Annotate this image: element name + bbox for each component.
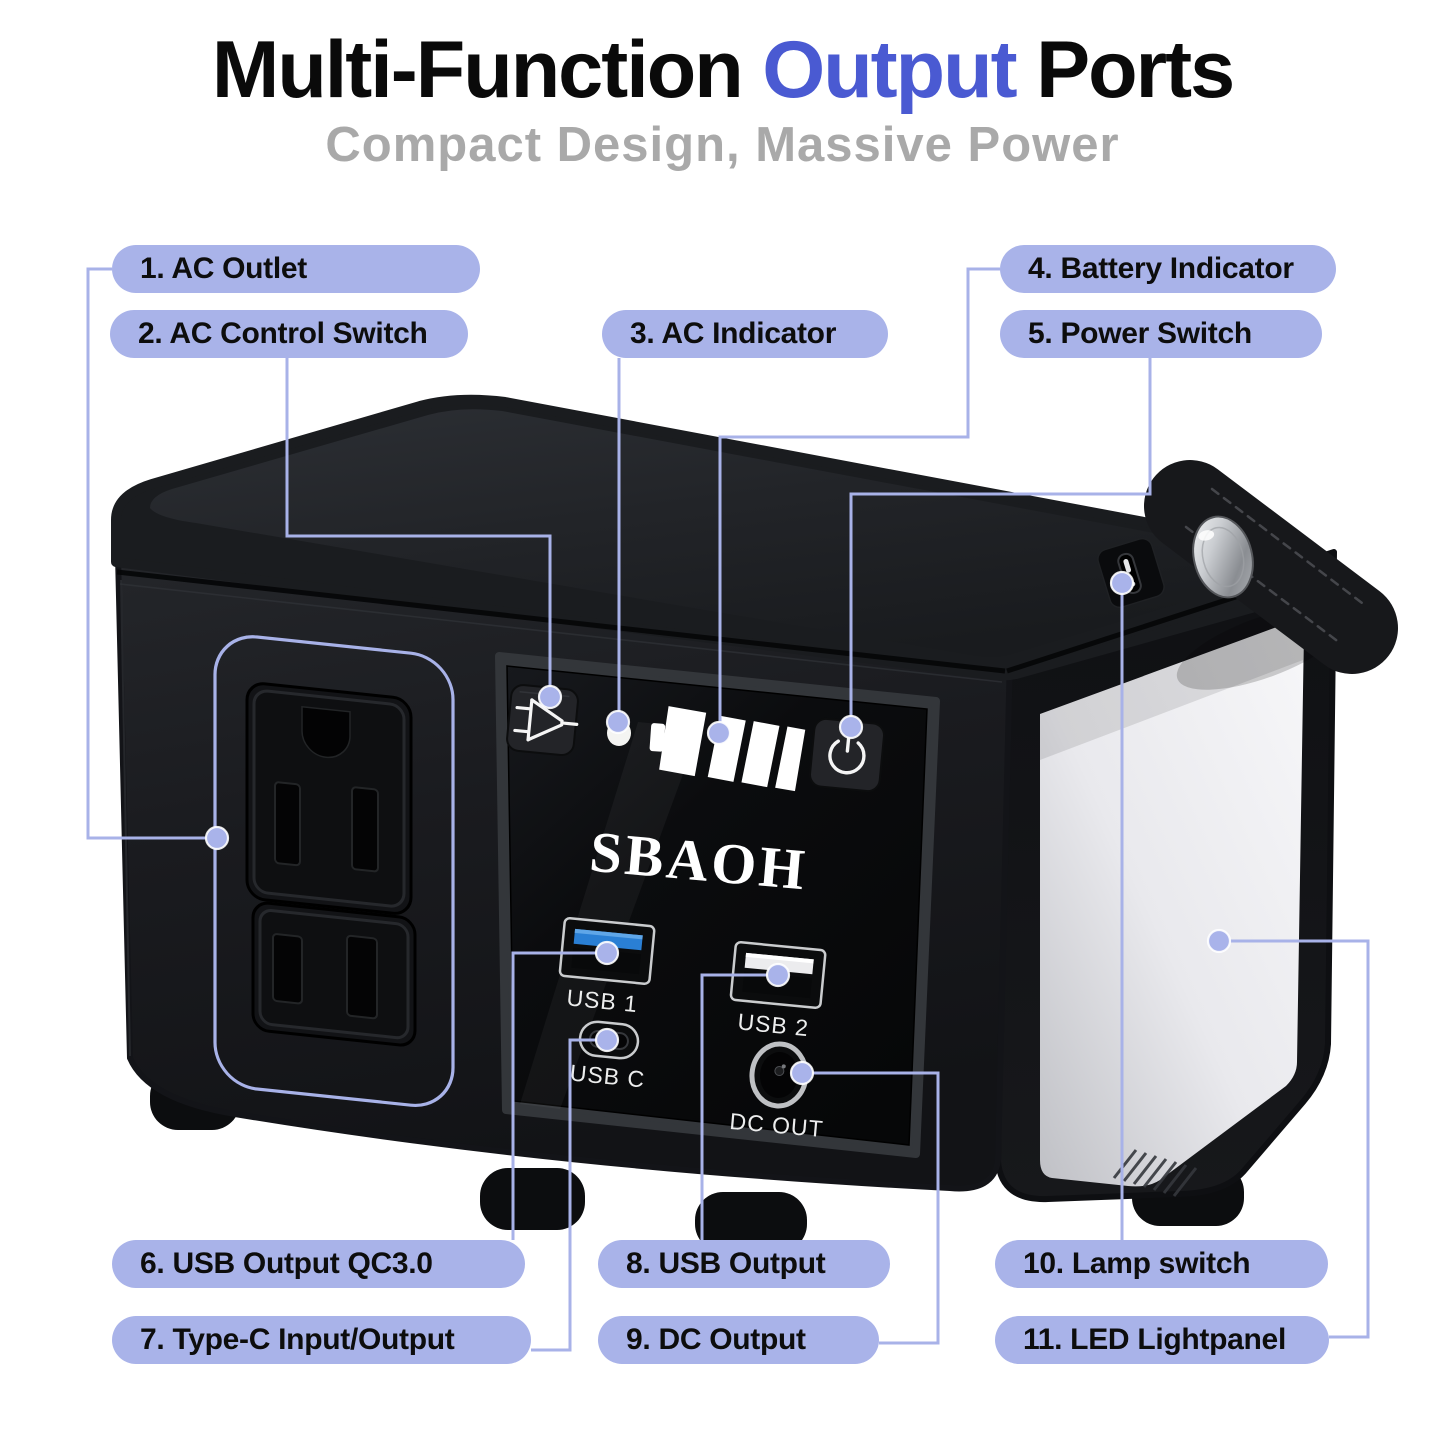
outlet-slot-left — [274, 781, 301, 867]
callout-dot-10 — [1109, 570, 1135, 596]
strap-rivet — [1192, 515, 1254, 599]
callout-line-6 — [511, 951, 607, 1240]
callout-dot-2 — [537, 684, 563, 710]
callout-line-4 — [718, 267, 1000, 731]
callout-dot-11 — [1206, 928, 1232, 954]
control-panel: SBAOH USB 1 USB 2 USB C — [495, 652, 940, 1158]
callout-dot-8 — [765, 962, 791, 988]
callout-line-7 — [531, 1038, 607, 1352]
lid-seam-front — [116, 569, 1006, 674]
carry-strap — [1144, 460, 1398, 690]
led-panel-shade — [1040, 619, 1304, 760]
callout-pill-ac-control: 2. AC Control Switch — [110, 310, 468, 358]
page-title: Multi-Function Output Ports — [0, 25, 1445, 115]
callout-dot-7 — [594, 1027, 620, 1053]
plug-icon — [513, 698, 579, 742]
callout-line-8 — [700, 973, 778, 1240]
page-subtitle: Compact Design, Massive Power — [325, 118, 1120, 173]
outlet2-slot-right — [346, 934, 378, 1020]
callout-dot-1 — [204, 825, 230, 851]
outlet2-slot-left — [272, 933, 303, 1005]
callout-pill-type-c: 7. Type-C Input/Output — [112, 1316, 531, 1364]
ac-outlet-top — [245, 682, 413, 915]
callout-dot-5 — [838, 714, 864, 740]
callout-line-11 — [1219, 939, 1370, 1339]
callout-dot-4 — [706, 720, 732, 746]
callout-pill-usb-output: 8. USB Output — [598, 1240, 890, 1288]
battery-indicator-icon — [649, 706, 806, 792]
title-part-accent: Output — [762, 25, 1017, 115]
callout-pill-usb-qc: 6. USB Output QC3.0 — [112, 1240, 525, 1288]
ac-outlet-bottom — [251, 901, 417, 1047]
seam-highlight — [119, 583, 1003, 683]
callout-pill-lamp-switch: 10. Lamp switch — [995, 1240, 1328, 1288]
front-edge-highlight — [120, 579, 131, 1057]
callout-lines — [86, 267, 1370, 1352]
callout-pill-dc-output: 9. DC Output — [598, 1316, 879, 1364]
title-part-1: Multi-Function — [211, 25, 763, 115]
led-lightpanel — [1040, 619, 1304, 1187]
callout-pill-power-switch: 5. Power Switch — [1000, 310, 1322, 358]
callout-line-1 — [86, 267, 217, 840]
vent-grille — [1112, 1149, 1198, 1197]
callout-dot-3 — [605, 709, 631, 735]
panel-sheen — [520, 722, 700, 1109]
ac-outlet-outline — [213, 635, 455, 1108]
ac-outlet-group — [213, 635, 455, 1108]
callout-pill-battery: 4. Battery Indicator — [1000, 245, 1336, 293]
callout-pill-ac-outlet: 1. AC Outlet — [112, 245, 480, 293]
callout-pill-ac-indicator: 3. AC Indicator — [602, 310, 888, 358]
lamp-switch-mark — [1123, 558, 1132, 573]
outlet-slot-right — [351, 786, 379, 873]
callout-dot-9 — [789, 1060, 815, 1086]
header: Multi-Function Output Ports Compact Desi… — [0, 25, 1445, 173]
callout-pill-led-lightpanel: 11. LED Lightpanel — [995, 1316, 1329, 1364]
callout-line-9 — [802, 1071, 940, 1345]
callout-line-5 — [849, 358, 1152, 727]
callout-dot-6 — [594, 940, 620, 966]
callout-line-2 — [285, 358, 552, 697]
callout-dots — [204, 570, 1232, 1086]
title-part-2: Ports — [1015, 25, 1235, 115]
outlet-ground-hole — [301, 705, 351, 759]
